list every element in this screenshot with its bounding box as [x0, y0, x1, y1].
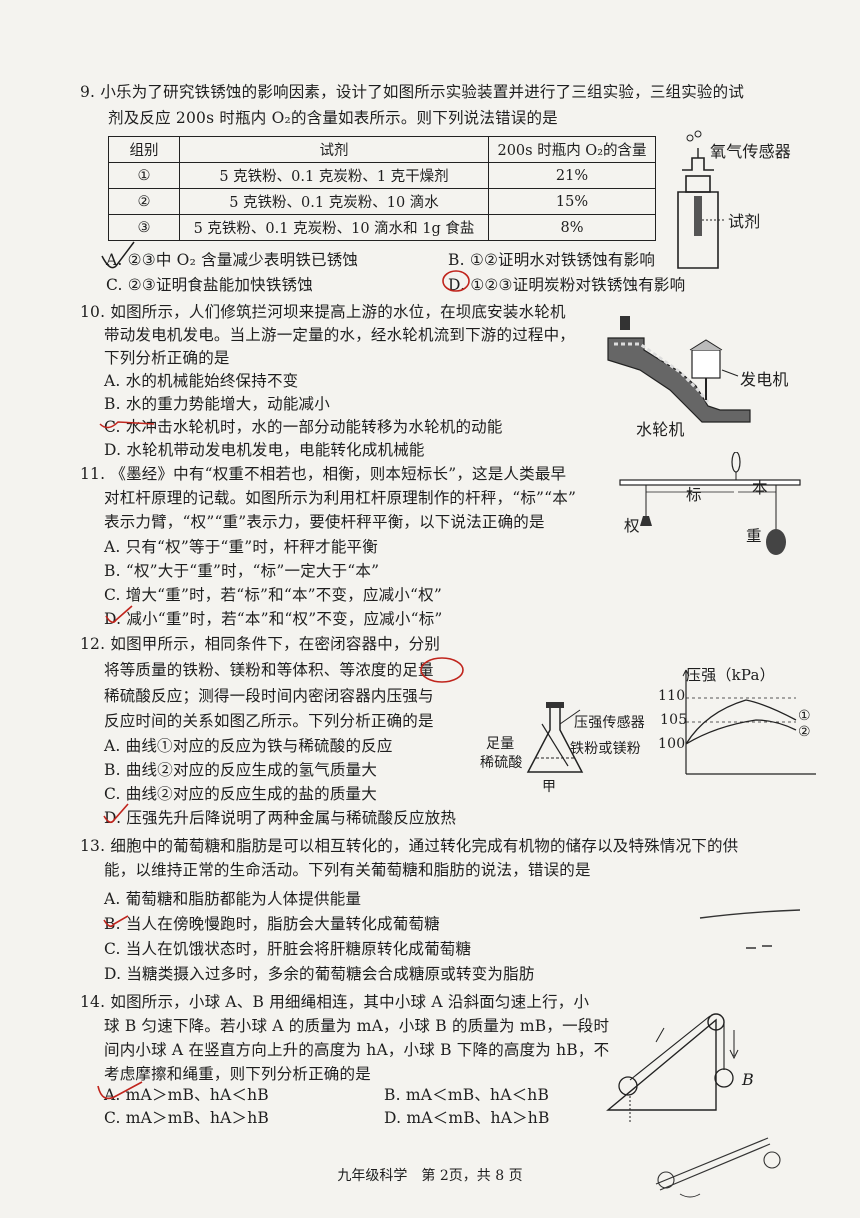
q10-option-a: A. 水的机械能始终保持不变: [104, 372, 299, 390]
q13-option-d: D. 当糖类摄入过多时，多余的葡萄糖会合成糖原或转变为脂肪: [104, 965, 535, 983]
q12-acid-label-1: 足量: [486, 736, 515, 752]
q10-stem-line3: 下列分析正确的是: [104, 349, 230, 367]
q12-option-a: A. 曲线①对应的反应为铁与稀硫酸的反应: [104, 737, 393, 755]
table-cell: 5 克铁粉、0.1 克炭粉、10 滴水和 1g 食盐: [179, 214, 489, 241]
table-row: ① 5 克铁粉、0.1 克炭粉、1 克干燥剂 21%: [108, 162, 656, 189]
table-cell: 5 克铁粉、0.1 克炭粉、10 滴水: [179, 188, 489, 215]
q12-jia-label: 甲: [542, 779, 557, 795]
q11-option-d: D. 减小“重”时，若“本”和“权”不变，应减小“标”: [104, 610, 443, 628]
q12-pressure-chart: [682, 669, 816, 775]
page-footer: 九年级科学 第 2页，共 8 页: [337, 1168, 523, 1184]
q11-option-b: B. “权”大于“重”时，“标”一定大于“本”: [104, 562, 380, 580]
chart-tick-100: 100: [658, 736, 686, 752]
q12-acid-label-2: 稀硫酸: [480, 755, 523, 771]
q10-option-d: D. 水轮机带动发电机发电，电能转化成机械能: [104, 441, 425, 459]
table-cell: ②: [108, 188, 180, 215]
table-cell: ①: [108, 162, 180, 189]
q9-option-d: D. ①②③证明炭粉对铁锈蚀有影响: [448, 276, 686, 294]
check-mark-icon: [99, 421, 155, 429]
q12-sensor-label: 压强传感器: [574, 715, 645, 731]
q14-option-c: C. mA＞mB、hA＞hB: [104, 1109, 269, 1127]
q11-steelyard-figure: [619, 452, 801, 555]
table-cell: ③: [108, 214, 180, 241]
check-mark-icon: [97, 1081, 143, 1100]
table-cell: 21%: [488, 162, 656, 189]
q14-incline-figure: [606, 1013, 739, 1124]
q12-stem-line3: 稀硫酸反应；测得一段时间内密闭容器内压强与: [104, 687, 434, 705]
check-mark-icon: [105, 605, 133, 624]
table-row: ③ 5 克铁粉、0.1 克炭粉、10 滴水和 1g 食盐 8%: [108, 214, 656, 241]
q9-sensor-label: 氧气传感器: [710, 142, 792, 161]
table-header-cell: 组别: [108, 136, 180, 163]
q13-stem-line2: 能，以维持正常的生命活动。下列有关葡萄糖和脂肪的说法，错误的是: [104, 861, 591, 879]
q14-option-b: B. mA＜mB、hA＜hB: [384, 1086, 550, 1104]
chart-curve-1-label: ①: [798, 708, 811, 724]
table-header-cell: 试剂: [179, 136, 489, 163]
q11-option-c: C. 增大“重”时，若“标”和“本”不变，应减小“权”: [104, 586, 442, 604]
q12-option-b: B. 曲线②对应的反应生成的氢气质量大: [104, 761, 378, 779]
q12-stem-line4: 反应时间的关系如图乙所示。下列分析正确的是: [104, 712, 434, 730]
q11-ben-label: 本: [752, 479, 768, 497]
q12-stem-line2: 将等质量的铁粉、镁粉和等体积、等浓度的足量: [104, 661, 434, 679]
pencil-stroke-icon: [699, 909, 801, 949]
pencil-sketch-icon: [655, 1137, 781, 1198]
circle-mark-icon: [442, 270, 470, 292]
q11-stem-line2: 对杠杆原理的记载。如图所示为利用杠杆原理制作的杆秤，“标”“本”: [104, 489, 577, 507]
q12-powder-label: 铁粉或镁粉: [570, 741, 641, 757]
q10-dam-figure: [607, 316, 751, 423]
q14-stem-line1: 14. 如图所示，小球 A、B 用细绳相连，其中小球 A 沿斜面匀速上行，小: [80, 993, 590, 1011]
q9-stem-line1: 9. 小乐为了研究铁锈蚀的影响因素，设计了如图所示实验装置并进行了三组实验，三组…: [80, 83, 745, 101]
table-cell: 15%: [488, 188, 656, 215]
check-mark-icon: [103, 915, 129, 928]
table-cell: 5 克铁粉、0.1 克炭粉、1 克干燥剂: [179, 162, 489, 189]
q12-flask-figure: [526, 702, 584, 773]
table-header-cell: 200s 时瓶内 O₂的含量: [488, 136, 656, 163]
q10-option-b: B. 水的重力势能增大，动能减小: [104, 395, 330, 413]
q10-turbine-label: 水轮机: [636, 420, 685, 439]
q9-option-c: C. ②③证明食盐能加快铁锈蚀: [106, 276, 313, 294]
q13-stem-line1: 13. 细胞中的葡萄糖和脂肪是可以相互转化的，通过转化完成有机物的储存以及特殊情…: [80, 837, 739, 855]
q11-stem-line3: 表示力臂，“权”“重”表示力，要使杆秤平衡，以下说法正确的是: [104, 513, 545, 531]
q12-stem-line1: 12. 如图甲所示，相同条件下，在密闭容器中，分别: [80, 635, 441, 653]
circle-mark-icon: [420, 657, 464, 683]
check-mark-icon: [101, 241, 135, 269]
q11-stem-line1: 11. 《墨经》中有“权重不相若也，相衡，则本短标长”，这是人类最早: [80, 465, 567, 483]
q9-oxygen-bottle-figure: [677, 130, 726, 269]
q11-zhong-label: 重: [746, 527, 762, 545]
q9-option-b: B. ①②证明水对铁锈蚀有影响: [448, 251, 656, 269]
q13-option-c: C. 当人在饥饿状态时，肝脏会将肝糖原转化成葡萄糖: [104, 940, 472, 958]
table-row: ② 5 克铁粉、0.1 克炭粉、10 滴水 15%: [108, 188, 656, 215]
q9-reagent-table: 组别 试剂 200s 时瓶内 O₂的含量 ① 5 克铁粉、0.1 克炭粉、1 克…: [108, 136, 656, 241]
q14-option-d: D. mA＜mB、hA＞hB: [384, 1109, 550, 1127]
table-cell: 8%: [488, 214, 656, 241]
chart-curve-2-label: ②: [798, 724, 811, 740]
q9-reagent-label: 试剂: [728, 212, 761, 231]
q12-option-c: C. 曲线②对应的反应生成的盐的质量大: [104, 785, 377, 803]
q14-stem-line4: 考虑摩擦和绳重，则下列分析正确的是: [104, 1065, 371, 1083]
q14-option-a: A. mA＞mB、hA＜hB: [104, 1086, 269, 1104]
q9-option-a: A. ②③中 O₂ 含量减少表明铁已锈蚀: [106, 251, 359, 269]
chart-y-axis-label: 压强（kPa）: [686, 666, 775, 684]
chart-tick-105: 105: [660, 712, 688, 728]
q9-stem-line2: 剂及反应 200s 时瓶内 O₂的含量如表所示。则下列说法错误的是: [108, 109, 558, 127]
table-header-row: 组别 试剂 200s 时瓶内 O₂的含量: [108, 136, 656, 163]
q14-stem-line2: 球 B 匀速下降。若小球 A 的质量为 mA，小球 B 的质量为 mB，一段时: [104, 1017, 610, 1035]
q10-stem-line1: 10. 如图所示，人们修筑拦河坝来提高上游的水位，在坝底安装水轮机: [80, 303, 566, 321]
q13-option-a: A. 葡萄糖和脂肪都能为人体提供能量: [104, 890, 362, 908]
q11-option-a: A. 只有“权”等于“重”时，杆秤才能平衡: [104, 538, 378, 556]
q10-option-c: C. 水冲击水轮机时，水的一部分动能转移为水轮机的动能: [104, 418, 503, 436]
check-mark-icon: [103, 803, 129, 824]
q10-generator-label: 发电机: [740, 370, 789, 389]
q14-stem-line3: 间内小球 A 在竖直方向上升的高度为 hA，小球 B 下降的高度为 hB，不: [104, 1041, 610, 1059]
q11-biao-label: 标: [686, 486, 702, 504]
q12-option-d: D. 压强先升后降说明了两种金属与稀硫酸反应放热: [104, 809, 457, 827]
chart-tick-110: 110: [658, 688, 686, 704]
q13-option-b: B. 当人在傍晚慢跑时，脂肪会大量转化成葡萄糖: [104, 915, 440, 933]
q11-quan-label: 权: [624, 517, 640, 535]
q10-stem-line2: 带动发电机发电。当上游一定量的水，经水轮机流到下游的过程中，: [104, 326, 576, 344]
q14-ball-b-label: B: [742, 1070, 754, 1089]
